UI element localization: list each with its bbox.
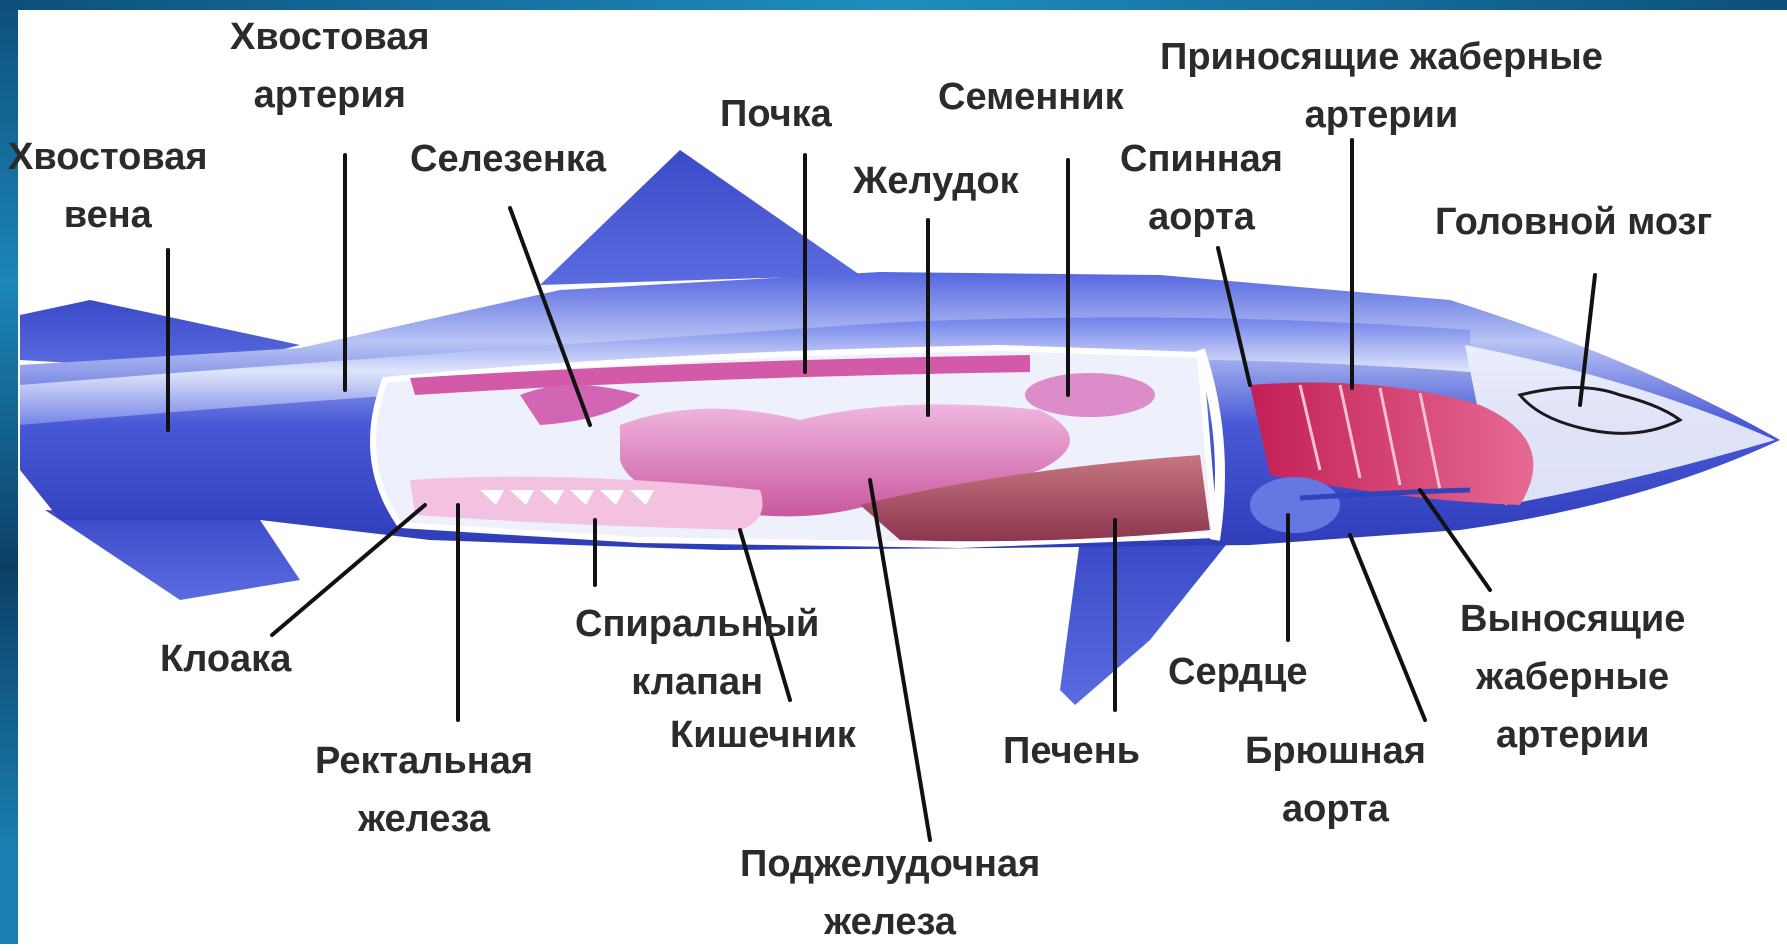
label-spleen: Селезенка (410, 130, 606, 188)
label-pancreas: Поджелудочная железа (740, 835, 1040, 951)
label-ventral-aorta: Брюшная аорта (1245, 722, 1426, 838)
heart (1250, 477, 1340, 533)
label-intestine: Кишечник (670, 706, 856, 764)
label-cloaca: Клоака (160, 630, 291, 688)
label-efferent-arteries: Выносящие жаберные артерии (1460, 590, 1685, 764)
label-tail-artery: Хвостовая артерия (230, 8, 430, 124)
label-tail-vein: Хвостовая вена (8, 128, 208, 244)
label-afferent-arteries: Приносящие жаберные артерии (1160, 28, 1603, 144)
label-liver: Печень (1003, 722, 1140, 780)
label-rectal-gland: Ректальная железа (315, 732, 533, 848)
label-testis: Семенник (938, 68, 1124, 126)
label-stomach: Желудок (853, 152, 1019, 210)
label-spiral-valve: Спиральный клапан (575, 595, 819, 711)
label-dorsal-aorta: Спинная аорта (1120, 130, 1283, 246)
label-heart: Сердце (1168, 643, 1307, 701)
label-brain: Головной мозг (1435, 193, 1712, 251)
label-kidney: Почка (720, 85, 832, 143)
testis (1025, 373, 1155, 417)
line-ventral-aorta (1350, 535, 1425, 720)
caudal-fin-lower (45, 510, 300, 600)
